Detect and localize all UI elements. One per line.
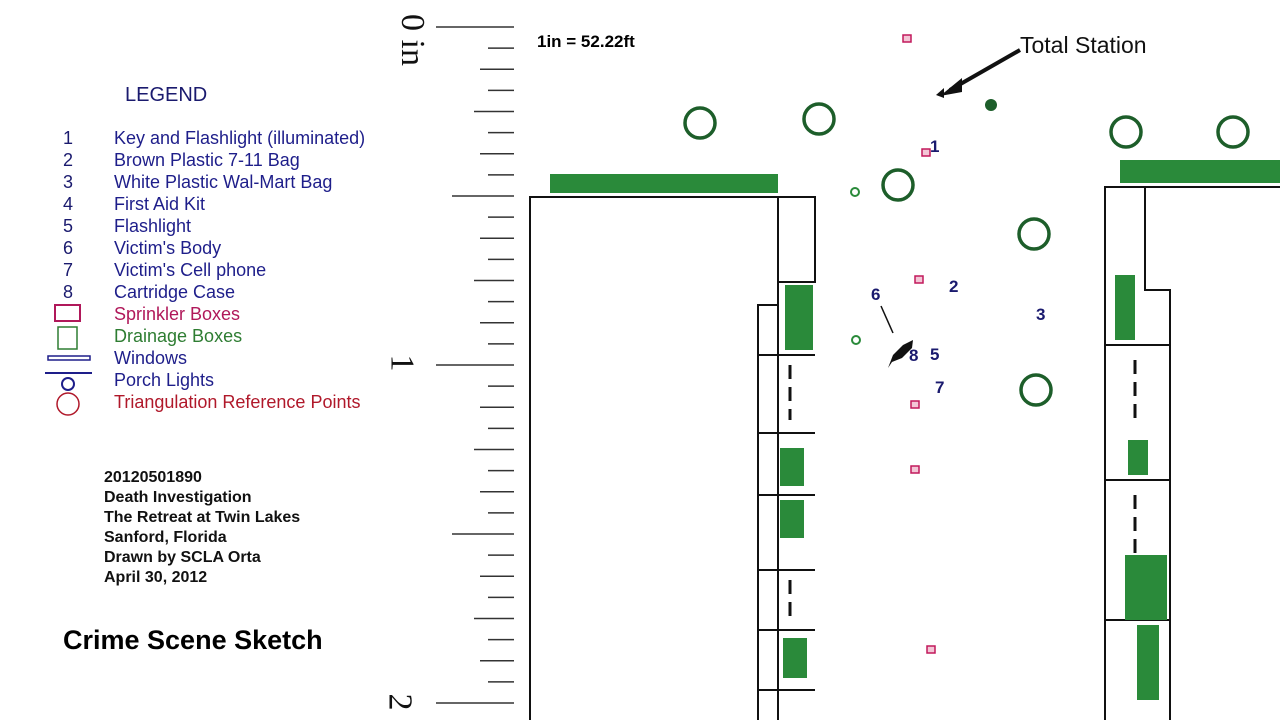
case-drawn-by: Drawn by SCLA Orta	[104, 549, 261, 566]
marker-5: 5	[930, 345, 940, 364]
legend-label: Windows	[114, 348, 188, 368]
legend-item: 6 Victim's Body	[52, 238, 452, 258]
triangulation-point	[1017, 217, 1051, 251]
hedge-right-3	[1125, 555, 1167, 620]
body-pointer	[880, 305, 894, 334]
building-left	[529, 196, 779, 720]
legend-item: 1 Key and Flashlight (illuminated)	[52, 128, 452, 148]
legend-key: 5	[62, 216, 73, 236]
legend-item: 7 Victim's Cell phone	[52, 260, 452, 280]
legend-item: 4 First Aid Kit	[52, 194, 452, 214]
hedge-left	[550, 174, 778, 193]
porch-light-symbol	[61, 377, 75, 391]
marker-6: 6	[871, 285, 881, 304]
legend-key: 2	[62, 150, 73, 170]
drainage-box	[850, 187, 860, 197]
legend-key: 8	[62, 282, 73, 302]
legend-item: Drainage Boxes	[52, 326, 452, 346]
triangulation-point-symbol	[56, 392, 80, 416]
caption: Crime Scene Sketch	[63, 625, 323, 655]
case-date: April 30, 2012	[104, 569, 208, 586]
hedge-unit-2	[780, 448, 804, 486]
total-station-arrowhead	[940, 78, 962, 96]
hedge-unit-1	[785, 285, 813, 350]
marker-1: 1	[930, 137, 940, 156]
building-right	[1104, 186, 1280, 720]
marker-2: 2	[949, 277, 959, 296]
legend-item: 5 Flashlight	[52, 216, 452, 236]
triangulation-point	[1109, 115, 1143, 149]
legend-key: 4	[62, 194, 73, 214]
legend-item: Porch Lights	[52, 370, 452, 390]
sprinkler-box	[921, 148, 931, 157]
total-station-icon	[936, 88, 944, 98]
triangulation-point	[1216, 115, 1250, 149]
legend-label: Brown Plastic 7-11 Bag	[114, 150, 300, 170]
hedge-right	[1120, 160, 1280, 183]
legend-item: Windows	[52, 348, 452, 368]
triangulation-point	[1019, 373, 1053, 407]
legend-key: 6	[62, 238, 73, 258]
legend-label: Flashlight	[114, 216, 192, 236]
legend-label: Porch Lights	[114, 370, 215, 390]
legend-label: Cartridge Case	[114, 282, 236, 302]
legend-label: Victim's Body	[114, 238, 222, 258]
marker-7: 7	[935, 378, 945, 397]
hedge-right-4	[1137, 625, 1159, 700]
marker-3: 3	[1036, 305, 1046, 324]
case-number: 20120501890	[104, 469, 202, 486]
ruler-label-2: 2	[381, 693, 419, 711]
marker-8: 8	[909, 346, 919, 365]
legend-label: Key and Flashlight (illuminated)	[114, 128, 366, 148]
window-symbol	[47, 355, 91, 361]
units-left	[757, 196, 816, 720]
triangulation-point	[683, 106, 717, 140]
drainage-box	[851, 335, 861, 345]
case-city: Sanford, Florida	[104, 529, 227, 546]
case-location: The Retreat at Twin Lakes	[104, 509, 301, 526]
legend-item: 3 White Plastic Wal-Mart Bag	[52, 172, 452, 192]
sprinkler-box-symbol	[54, 304, 81, 322]
sprinkler-box	[910, 400, 920, 409]
ruler	[436, 26, 514, 704]
hedge-unit-3	[780, 500, 804, 538]
triangulation-point	[881, 168, 915, 202]
sprinkler-box	[902, 34, 912, 43]
sprinkler-box	[914, 275, 924, 284]
legend-title: LEGEND	[125, 84, 208, 106]
hedge-unit-4	[783, 638, 807, 678]
ruler-label-0: 0 in	[393, 14, 431, 66]
hedge-right-1	[1115, 275, 1135, 340]
legend-key: 3	[62, 172, 73, 192]
legend-item: Sprinkler Boxes	[52, 304, 452, 324]
legend-label: Drainage Boxes	[114, 326, 243, 346]
legend-key: 7	[62, 260, 73, 280]
victim-body-icon	[888, 340, 913, 368]
legend-item: 2 Brown Plastic 7-11 Bag	[52, 150, 452, 170]
triangulation-point	[802, 102, 836, 136]
legend-label: Sprinkler Boxes	[114, 304, 241, 324]
sprinkler-box	[910, 465, 920, 474]
legend-label: First Aid Kit	[114, 194, 206, 214]
legend-label: Victim's Cell phone	[114, 260, 267, 280]
case-type: Death Investigation	[104, 489, 252, 506]
legend-item: 8 Cartridge Case	[52, 282, 452, 302]
legend-key: 1	[62, 128, 73, 148]
hedge-right-2	[1128, 440, 1148, 475]
legend-label: Triangulation Reference Points	[114, 392, 361, 412]
sprinkler-box	[926, 645, 936, 654]
legend-label: White Plastic Wal-Mart Bag	[114, 172, 333, 192]
total-station-label: Total Station	[1020, 32, 1147, 58]
legend-item: Triangulation Reference Points	[52, 392, 452, 412]
scale-text: 1in = 52.22ft	[537, 32, 635, 51]
case-info: 20120501890 Death Investigation The Retr…	[104, 468, 300, 588]
porch-light-marker	[985, 99, 997, 111]
drainage-box-symbol	[57, 326, 78, 350]
